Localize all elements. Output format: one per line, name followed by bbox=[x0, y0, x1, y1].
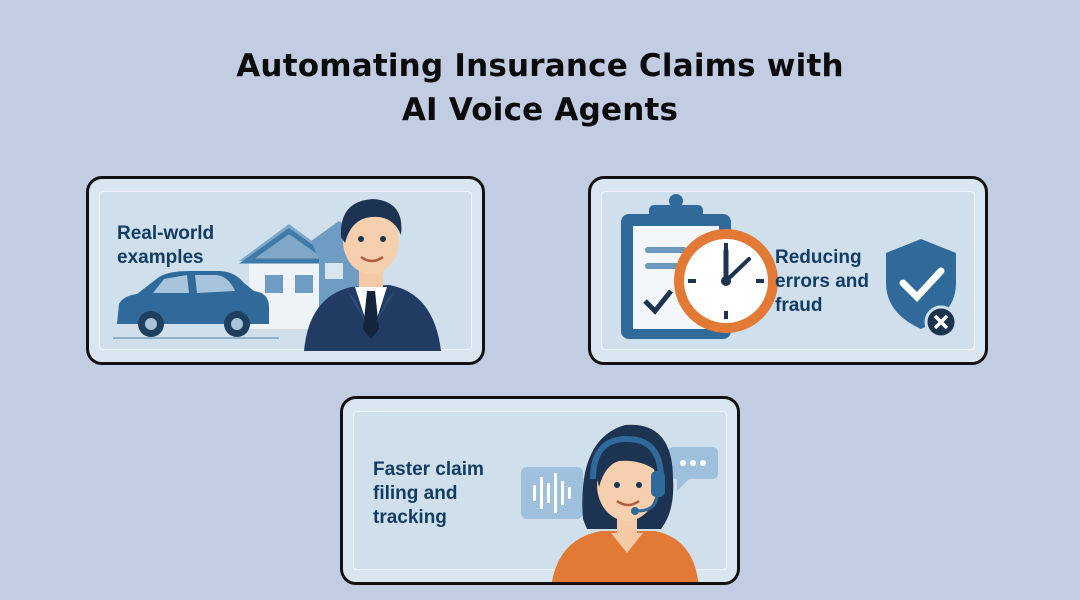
card-faster-claim-filing: Faster claim filing and tracking bbox=[340, 396, 740, 585]
title-line-2: AI Voice Agents bbox=[401, 92, 679, 128]
card-reducing-errors: Reducing errors and fraud bbox=[588, 176, 988, 365]
chat-bubble-icon bbox=[668, 447, 718, 491]
shield-check-icon bbox=[886, 239, 958, 339]
car-icon bbox=[113, 271, 279, 339]
title-line-1: Automating Insurance Claims with bbox=[236, 48, 844, 84]
card-illustration bbox=[621, 194, 958, 339]
card-label: Real-world examples bbox=[117, 223, 215, 268]
clock-icon bbox=[674, 229, 778, 333]
card-illustration bbox=[113, 199, 441, 351]
agent-man-icon bbox=[304, 199, 441, 351]
sound-wave-icon bbox=[521, 467, 583, 519]
headset-agent-icon bbox=[552, 424, 699, 582]
card-real-world-examples: Real-world examples bbox=[86, 176, 485, 365]
card-label: Faster claim filing and tracking bbox=[373, 459, 484, 528]
card-illustration bbox=[521, 424, 718, 582]
card-label: Reducing errors and fraud bbox=[775, 247, 869, 316]
page-title: Automating Insurance Claims with AI Voic… bbox=[0, 44, 1080, 132]
